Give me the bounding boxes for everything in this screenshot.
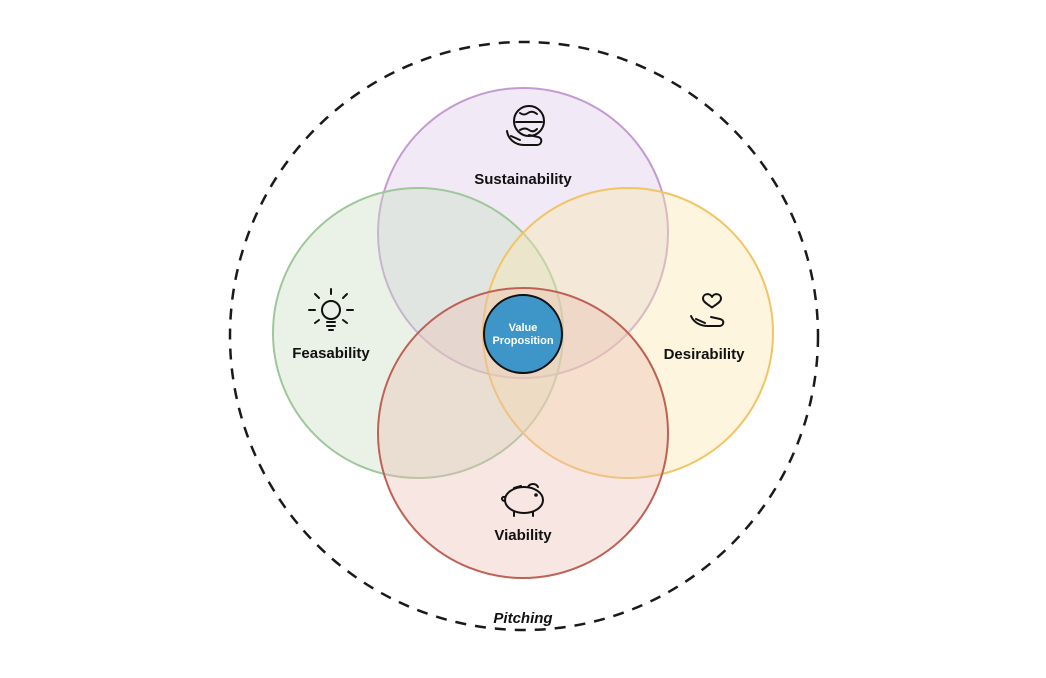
label-sustainability: Sustainability (474, 171, 572, 188)
hand-heart-icon (690, 293, 725, 327)
label-desirability: Desirability (664, 346, 746, 363)
label-viability: Viability (494, 527, 552, 544)
value-proposition-circle (483, 294, 563, 374)
piggy-bank-icon (501, 483, 544, 517)
lightbulb-icon (308, 288, 354, 331)
circle-viability (377, 287, 669, 579)
label-pitching: Pitching (493, 610, 552, 627)
value-proposition-label-line1: Value (509, 322, 538, 334)
outer-dashed-circle (228, 40, 820, 632)
label-feasability: Feasability (292, 345, 370, 362)
globe-in-hand-icon (506, 105, 545, 146)
value-proposition-label-line2: Proposition (492, 335, 553, 347)
